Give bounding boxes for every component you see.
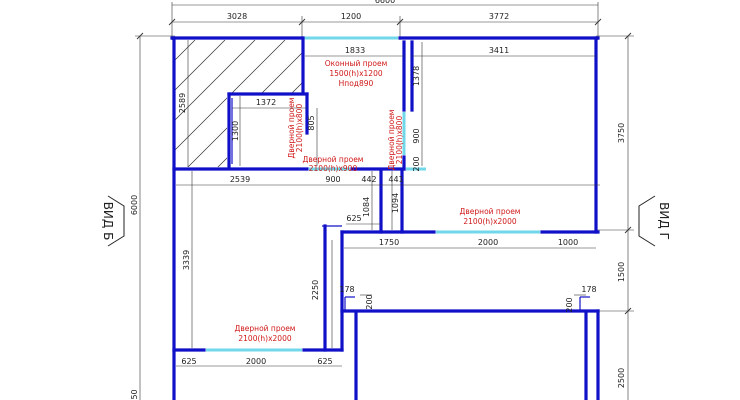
door-inner-a-1: Дверной проем <box>287 98 296 159</box>
dim-250: 250 <box>130 389 139 400</box>
dim-625a: 625 <box>346 214 361 223</box>
door-bottom-2: 2100(h)x2000 <box>238 334 291 343</box>
dim-2500: 2500 <box>617 368 626 388</box>
opening-annotations: Оконный проем 1500(h)x1200 Hпод890 Дверн… <box>235 59 521 343</box>
dim-1378: 1378 <box>412 66 421 86</box>
dim-1750: 1750 <box>379 238 399 247</box>
door-mid-2: 2100(h)x2000 <box>463 217 516 226</box>
dim-805: 805 <box>307 115 316 130</box>
dim-441: 441 <box>388 175 403 184</box>
inner-dimensions <box>176 40 600 367</box>
dim-625c: 625 <box>317 357 332 366</box>
dim-1300: 1300 <box>231 121 240 141</box>
dim-200c: 200 <box>565 297 574 312</box>
dim-2589: 2589 <box>178 93 187 113</box>
dim-178b: 178 <box>581 285 596 294</box>
dimension-labels: 1833 3411 2589 1372 1300 805 1378 900 20… <box>178 46 597 366</box>
dim-178a: 178 <box>339 285 354 294</box>
dim-200b: 200 <box>365 294 374 309</box>
door-mid-1: Дверной проем <box>460 207 521 216</box>
dim-3339: 3339 <box>182 250 191 270</box>
dim-top-right: 3772 <box>489 12 509 21</box>
side-dimensions: 6000 250 3750 1500 2500 <box>130 32 634 400</box>
dim-2000a: 2000 <box>478 238 498 247</box>
door-right-v-1: Дверной проем <box>387 110 396 171</box>
dim-1500: 1500 <box>617 262 626 282</box>
dim-1094: 1094 <box>391 193 400 213</box>
dim-900b: 900 <box>325 175 340 184</box>
door-inner-a-2: 2100(h)x800 <box>295 104 304 153</box>
dim-442: 442 <box>361 175 376 184</box>
dim-2000b: 2000 <box>246 357 266 366</box>
window-label-3: Hпод890 <box>339 79 374 88</box>
dim-2539: 2539 <box>230 175 250 184</box>
dim-1372: 1372 <box>256 98 276 107</box>
window-label-1: Оконный проем <box>325 59 388 68</box>
view-g-marker: ВИД Г <box>638 195 671 247</box>
dim-3750: 3750 <box>617 123 626 143</box>
walls <box>170 36 600 400</box>
top-dimensions: 6600 3028 1200 3772 <box>168 0 602 40</box>
dim-200a: 200 <box>412 156 421 171</box>
dim-top-mid: 1200 <box>341 12 361 21</box>
view-b-label: ВИД Б <box>101 202 115 241</box>
dim-1000: 1000 <box>558 238 578 247</box>
dim-1833: 1833 <box>345 46 365 55</box>
dim-1084: 1084 <box>362 197 371 217</box>
view-b-marker: ВИД Б <box>101 195 125 247</box>
door-inner-b-1: Дверной проем <box>303 155 364 164</box>
dim-900a: 900 <box>412 128 421 143</box>
door-bottom-1: Дверной проем <box>235 324 296 333</box>
view-g-label: ВИД Г <box>657 202 671 240</box>
window-label-2: 1500(h)x1200 <box>329 69 382 78</box>
hatched-zone <box>175 40 307 170</box>
dim-3411: 3411 <box>489 46 509 55</box>
dim-6000: 6000 <box>130 195 139 215</box>
door-inner-b-2: 2100(h)x900 <box>309 164 358 173</box>
dim-2250: 2250 <box>311 280 320 300</box>
dim-625b: 625 <box>181 357 196 366</box>
dim-overall-top: 6600 <box>375 0 395 5</box>
door-right-v-2: 2100(h)x800 <box>395 116 404 165</box>
dim-top-left: 3028 <box>227 12 247 21</box>
